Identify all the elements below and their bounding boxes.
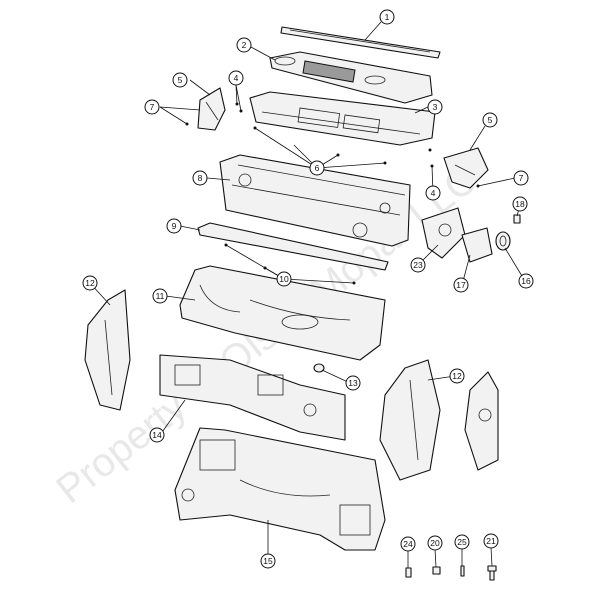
svg-text:3: 3 — [433, 102, 438, 112]
part-23-bracket — [421, 207, 466, 259]
callout-4-left: 4 — [228, 70, 244, 86]
part-3-upper-cowl — [249, 91, 436, 146]
callout-16: 16 — [518, 273, 534, 289]
svg-text:12: 12 — [85, 278, 95, 288]
svg-text:17: 17 — [456, 280, 466, 290]
callout-4-right: 4 — [425, 185, 441, 201]
svg-text:23: 23 — [413, 260, 423, 270]
part-1-cowl-strip — [280, 26, 441, 59]
callout-7-left: 7 — [144, 99, 160, 115]
svg-text:25: 25 — [457, 537, 467, 547]
svg-text:7: 7 — [150, 102, 155, 112]
svg-text:4: 4 — [431, 188, 436, 198]
callout-21: 21 — [483, 533, 499, 549]
svg-text:11: 11 — [156, 291, 165, 301]
part-14-dash-panel — [159, 354, 346, 441]
svg-text:5: 5 — [178, 75, 183, 85]
svg-text:7: 7 — [519, 173, 524, 183]
callout-13: 13 — [345, 375, 361, 391]
callout-14: 14 — [149, 427, 165, 443]
svg-text:10: 10 — [279, 274, 289, 284]
svg-text:9: 9 — [172, 221, 177, 231]
fastener-dot — [428, 148, 432, 152]
part-21-bolt — [487, 565, 497, 581]
part-11-dash-panel-upper — [179, 265, 386, 361]
part-20-nut — [432, 566, 441, 575]
callout-3: 3 — [427, 99, 443, 115]
svg-text:15: 15 — [263, 556, 273, 566]
svg-text:13: 13 — [348, 378, 358, 388]
callout-20: 20 — [427, 535, 443, 551]
part-5-right-side-panel — [443, 147, 489, 189]
svg-text:12: 12 — [452, 371, 462, 381]
part-12-right-side-panel — [379, 359, 441, 481]
part-17-cover — [461, 227, 493, 263]
svg-text:20: 20 — [430, 538, 440, 548]
callout-9: 9 — [166, 218, 182, 234]
svg-text:8: 8 — [198, 173, 203, 183]
callout-5-right: 5 — [482, 112, 498, 128]
part-13-plug — [313, 363, 325, 373]
callout-2: 2 — [236, 37, 252, 53]
svg-text:6: 6 — [315, 163, 320, 173]
part-18-clip — [513, 214, 521, 224]
callout-8: 8 — [192, 170, 208, 186]
callout-25: 25 — [454, 534, 470, 550]
part-12-right-inner-panel — [464, 371, 499, 471]
svg-text:4: 4 — [234, 73, 239, 83]
svg-text:5: 5 — [488, 115, 493, 125]
callout-12-left: 12 — [82, 275, 98, 291]
svg-text:21: 21 — [486, 536, 496, 546]
callout-15: 15 — [260, 553, 276, 569]
svg-text:18: 18 — [515, 199, 525, 209]
callout-7-right: 7 — [513, 170, 529, 186]
part-25-pin — [460, 565, 465, 577]
callout-23: 23 — [410, 257, 426, 273]
svg-text:1: 1 — [385, 12, 390, 22]
callout-24: 24 — [400, 536, 416, 552]
svg-text:16: 16 — [521, 276, 531, 286]
svg-text:24: 24 — [403, 539, 413, 549]
part-12-left-side-panel — [84, 289, 131, 411]
callout-17: 17 — [453, 277, 469, 293]
part-16-grommet — [495, 231, 511, 251]
callout-10: 10 — [276, 271, 292, 287]
part-2-cowl-grille — [269, 51, 433, 104]
callout-11: 11 — [152, 288, 168, 304]
callout-18: 18 — [512, 196, 528, 212]
callout-1: 1 — [379, 9, 395, 25]
part-5-left-side-panel — [197, 87, 226, 131]
part-24-stud — [405, 567, 412, 578]
callout-12-right: 12 — [449, 368, 465, 384]
part-8-plenum — [219, 154, 411, 247]
part-9-reinforcement-bar — [197, 222, 389, 271]
callout-6: 6 — [309, 160, 325, 176]
svg-text:2: 2 — [242, 40, 247, 50]
callout-5-left: 5 — [172, 72, 188, 88]
svg-text:14: 14 — [152, 430, 162, 440]
part-15-dash-assembly — [174, 427, 386, 551]
